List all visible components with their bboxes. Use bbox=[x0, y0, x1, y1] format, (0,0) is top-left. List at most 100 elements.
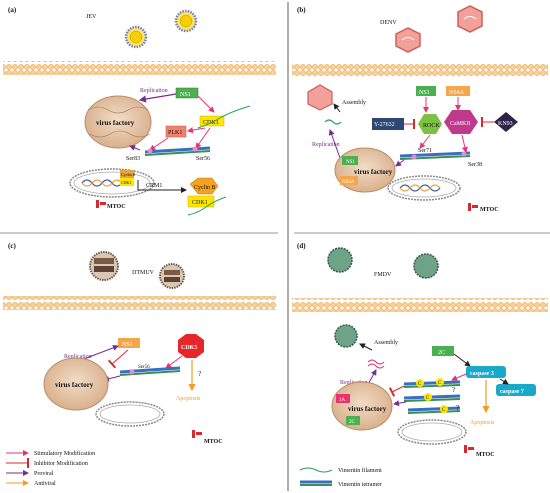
ser56-label-c: Ser56 bbox=[138, 365, 150, 370]
vimentin-inhibits-factory-d bbox=[388, 385, 405, 397]
nucleus-d bbox=[397, 419, 467, 445]
rna-fragments-d bbox=[367, 359, 385, 369]
c-markers-d: C C C C bbox=[416, 378, 448, 413]
ns4a-box-b: NS4A bbox=[446, 86, 470, 96]
cdk5-to-ser56-arrow bbox=[165, 355, 183, 369]
mtoc-d: MTOC bbox=[464, 445, 495, 458]
caspase3-box: caspase 3 bbox=[466, 366, 506, 378]
svg-text:CaMKII: CaMKII bbox=[450, 121, 470, 127]
vimentin-filament-a1 bbox=[197, 105, 251, 129]
caspase7-box: caspase 7 bbox=[496, 384, 536, 396]
cyclin-b-cdk1-complex-a: Cyclin B CDK1 bbox=[187, 177, 219, 208]
replication-label-b: Replication bbox=[312, 142, 340, 148]
rock-hexagon: ROCK bbox=[418, 114, 442, 134]
cdk5-octagon: CDK5 bbox=[178, 334, 204, 358]
vimentin-tetramer-c bbox=[119, 366, 181, 376]
jev-virion-icon bbox=[124, 9, 198, 49]
panel-a-label: (a) bbox=[8, 6, 17, 14]
virus-factory-a: virus factory bbox=[84, 95, 152, 149]
virus-factory-label-d: virus factory bbox=[348, 405, 387, 413]
jev-label: JEV bbox=[86, 14, 97, 20]
crm1-export-arrow bbox=[137, 180, 187, 193]
ser38-label-b: Ser38 bbox=[468, 162, 482, 168]
legend-antiviral: Antiviral bbox=[6, 480, 56, 487]
virus-factory-b: NS1 NS4A virus factory bbox=[334, 147, 396, 193]
svg-text:NS1: NS1 bbox=[122, 342, 133, 348]
ser83-label-a: Ser83 bbox=[126, 156, 140, 162]
svg-text:Cyclin B: Cyclin B bbox=[194, 185, 216, 191]
svg-text:NS4A: NS4A bbox=[449, 90, 465, 96]
panel-b: (b) DENV Assembly Replication NS1 NS4A bbox=[292, 5, 548, 213]
replication-arrow-a bbox=[138, 93, 177, 103]
svg-text:2C: 2C bbox=[438, 350, 445, 356]
svg-text:C: C bbox=[438, 381, 442, 386]
mtoc-a: MTOC bbox=[96, 200, 126, 210]
question-mark-d1: ? bbox=[452, 386, 455, 394]
dtmuv-virion-icon bbox=[89, 251, 185, 289]
caspase-to-vimentin-arrow bbox=[451, 373, 467, 381]
2c-to-caspase3-arrow bbox=[453, 353, 471, 367]
virus-factory-label-a: virus factory bbox=[96, 119, 135, 127]
assembly-label-b: Assembly bbox=[342, 100, 366, 106]
ns1-box-b: NS1 bbox=[416, 86, 436, 96]
vimentin-to-factory-arrow-d bbox=[393, 400, 407, 407]
plasma-membrane-a bbox=[3, 61, 276, 75]
ser56-label-a: Ser56 bbox=[196, 156, 210, 162]
svg-text:KN93: KN93 bbox=[498, 121, 513, 127]
svg-text:NS1: NS1 bbox=[419, 90, 430, 96]
legend-vimentin-tetramer: Vimentin tetramer bbox=[300, 480, 382, 488]
svg-text:2C: 2C bbox=[349, 420, 356, 425]
svg-text:C: C bbox=[426, 396, 430, 401]
legend-vimentin-filament: Vimentin filament bbox=[299, 467, 382, 474]
svg-text:CDK1: CDK1 bbox=[121, 180, 131, 185]
denv-virion-icon bbox=[395, 5, 483, 53]
nucleus-a: Cyclin B CDK1 bbox=[69, 168, 155, 198]
svg-text:Antiviral: Antiviral bbox=[34, 481, 56, 487]
svg-text:C: C bbox=[442, 408, 446, 413]
svg-text:PLK1: PLK1 bbox=[168, 130, 182, 136]
svg-text:Vimentin tetramer: Vimentin tetramer bbox=[338, 482, 382, 488]
assembly-label-d: Assembly bbox=[374, 340, 398, 346]
plk1-box-a: PLK1 bbox=[165, 125, 187, 138]
svg-text:Vimentin filament: Vimentin filament bbox=[338, 467, 382, 474]
dtmuv-label: DTMUV bbox=[132, 270, 155, 276]
svg-text:MTOC: MTOC bbox=[107, 204, 126, 210]
caspase3-to-caspase7-arrow bbox=[499, 378, 509, 385]
svg-text:NS4A: NS4A bbox=[342, 180, 355, 185]
svg-text:caspase 3: caspase 3 bbox=[470, 371, 494, 377]
y27632-box: Y-27632 bbox=[372, 118, 404, 130]
mtoc-c: MTOC bbox=[192, 430, 223, 445]
ns1-box-c: NS1 bbox=[118, 338, 140, 348]
camkii-to-ser38-arrow bbox=[461, 134, 468, 153]
svg-text:MTOC: MTOC bbox=[204, 439, 223, 445]
assembly-arrow-d bbox=[359, 343, 373, 351]
crm1-label: CRM1 bbox=[146, 183, 162, 189]
camkii-hexagon: CaMKII bbox=[444, 110, 478, 134]
panel-c-label: (c) bbox=[8, 242, 16, 250]
virus-factory-label-c: virus factory bbox=[55, 381, 94, 389]
rock-to-ser71-arrow bbox=[419, 134, 431, 149]
panel-a: (a) JEV virus factory Replication NS1 CD… bbox=[3, 6, 276, 216]
ns1-inhibits-factory-c bbox=[107, 349, 129, 369]
question-mark-c: ? bbox=[198, 370, 201, 378]
apoptosis-label-d: Apoptosis bbox=[470, 420, 495, 426]
svg-text:caspase 7: caspase 7 bbox=[500, 389, 524, 395]
svg-text:NS1: NS1 bbox=[180, 92, 191, 98]
svg-text:Proviral: Proviral bbox=[34, 471, 54, 477]
virus-factory-label-b: virus factory bbox=[354, 168, 393, 176]
plasma-membrane-b bbox=[292, 62, 548, 76]
fmdv-label: FMDV bbox=[374, 272, 392, 278]
legend-stimulatory: Stimulatory Modification bbox=[6, 450, 95, 457]
ns1-box-a: NS1 bbox=[175, 87, 199, 99]
cdk1-to-plk1-arrow bbox=[187, 127, 206, 134]
virus-factory-d: 3A 2C virus factory bbox=[331, 381, 393, 431]
vimentin-to-factory-arrow-b bbox=[395, 159, 405, 167]
svg-text:ROCK: ROCK bbox=[423, 123, 440, 129]
ns1-to-cdk1-arrow bbox=[197, 95, 215, 113]
svg-text:CDK1: CDK1 bbox=[192, 200, 208, 206]
svg-text:C: C bbox=[418, 382, 422, 387]
legend: Stimulatory Modification Inhibitor Modif… bbox=[6, 450, 382, 488]
legend-proviral: Proviral bbox=[6, 470, 54, 477]
vimentin-to-factory-arrow-a bbox=[129, 145, 141, 151]
vimentin-filament-a2 bbox=[187, 196, 227, 216]
